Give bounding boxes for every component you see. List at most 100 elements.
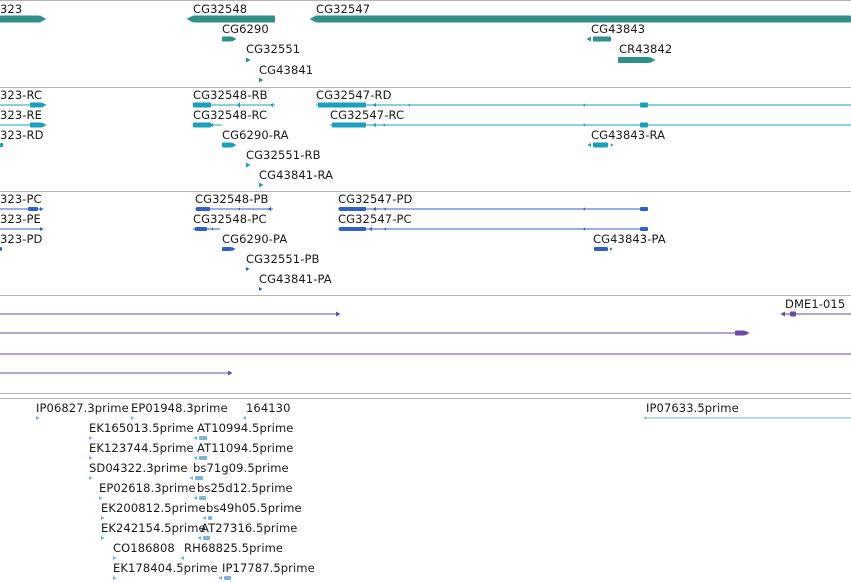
transcripts-feature-label[interactable]: CG6290-RA (222, 128, 289, 142)
ests-feature-label[interactable]: EK178404.5prime (113, 561, 218, 575)
ests-feature-label[interactable]: EP02618.3prime (99, 481, 196, 495)
cds-feature-glyph[interactable] (195, 207, 273, 211)
transcripts-feature-label[interactable]: CG32548-RC (193, 108, 268, 122)
ests-feature-label[interactable]: AT27316.5prime (201, 521, 298, 535)
alignments-feature-glyph[interactable] (780, 311, 851, 317)
genes-feature-glyph[interactable] (0, 15, 47, 23)
transcripts-feature-glyph[interactable] (259, 182, 264, 188)
ests-feature-glyph[interactable] (101, 516, 105, 520)
cds-feature-label[interactable]: 323-PC (0, 192, 42, 206)
transcripts-feature-glyph[interactable] (193, 102, 275, 108)
genes-feature-glyph[interactable] (222, 36, 237, 42)
cds-feature-label[interactable]: CG32548-PB (195, 192, 269, 206)
transcripts-feature-glyph[interactable] (222, 142, 237, 148)
genes-feature-label[interactable]: CG43843 (591, 22, 646, 36)
genes-feature-glyph[interactable] (246, 57, 251, 63)
cds-feature-label[interactable]: CG32547-PC (338, 212, 412, 226)
genes-feature-label[interactable]: CG32551 (246, 42, 301, 56)
genes-feature-label[interactable]: 323 (0, 2, 23, 16)
transcripts-feature-label[interactable]: CG32551-RB (246, 148, 321, 162)
alignments-feature-glyph[interactable] (0, 311, 341, 317)
genes-feature-glyph[interactable] (186, 15, 275, 23)
transcripts-feature-glyph[interactable] (246, 162, 251, 168)
ests-feature-label[interactable]: EK200812.5prime (101, 501, 206, 515)
genes-feature-label[interactable]: CG43841 (259, 63, 314, 77)
genes-feature-glyph[interactable] (309, 15, 851, 23)
ests-feature-label[interactable]: AT11094.5prime (197, 441, 294, 455)
genes-feature-glyph[interactable] (618, 57, 656, 63)
ests-feature-glyph[interactable] (89, 436, 93, 440)
ests-feature-label[interactable]: IP06827.3prime (36, 401, 129, 415)
transcripts-feature-glyph[interactable] (587, 142, 614, 148)
cds-feature-label[interactable]: CG6290-PA (222, 232, 288, 246)
transcripts-feature-glyph[interactable] (316, 102, 851, 108)
ests-feature-label[interactable]: EK242154.5prime (101, 521, 206, 535)
genes-feature-label[interactable]: CR43842 (619, 42, 673, 56)
cds-feature-glyph[interactable] (259, 287, 263, 291)
transcripts-feature-glyph[interactable] (330, 122, 851, 128)
transcripts-feature-glyph[interactable] (0, 102, 47, 108)
ests-feature-glyph[interactable] (242, 416, 246, 420)
alignments-feature-label[interactable]: DME1-015 (785, 297, 846, 311)
ests-feature-glyph[interactable] (193, 456, 207, 460)
ests-feature-label[interactable]: EK123744.5prime (89, 441, 194, 455)
cds-feature-label[interactable]: CG32548-PC (193, 212, 267, 226)
ests-feature-label[interactable]: IP07633.5prime (646, 401, 739, 415)
genes-feature-label[interactable]: CG32547 (316, 2, 371, 16)
transcripts-feature-label[interactable]: CG32547-RD (316, 88, 392, 102)
alignments-feature-glyph[interactable] (0, 370, 233, 376)
ests-feature-glyph[interactable] (113, 576, 117, 580)
ests-feature-glyph[interactable] (193, 496, 206, 500)
ests-feature-glyph[interactable] (643, 416, 851, 420)
ests-feature-label[interactable]: RH68825.5prime (184, 541, 284, 555)
transcripts-feature-label[interactable]: CG43841-RA (259, 168, 334, 182)
cds-feature-label[interactable]: CG43841-PA (259, 272, 332, 286)
transcripts-feature-label[interactable]: CG43843-RA (591, 128, 666, 142)
genes-feature-glyph[interactable] (586, 36, 612, 42)
cds-feature-glyph[interactable] (246, 267, 250, 271)
cds-feature-glyph[interactable] (222, 247, 236, 251)
cds-feature-glyph[interactable] (0, 247, 2, 251)
ests-feature-label[interactable]: bs49h05.5prime (206, 501, 302, 515)
ests-feature-glyph[interactable] (89, 456, 93, 460)
ests-feature-glyph[interactable] (197, 536, 210, 540)
ests-feature-label[interactable]: bs71g09.5prime (193, 461, 289, 475)
ests-feature-label[interactable]: IP17787.5prime (222, 561, 315, 575)
genes-feature-glyph[interactable] (259, 77, 264, 83)
ests-feature-glyph[interactable] (202, 516, 212, 520)
transcripts-feature-label[interactable]: 323-RE (0, 108, 42, 122)
transcripts-feature-label[interactable]: 323-RD (0, 128, 44, 142)
cds-feature-glyph[interactable] (338, 227, 648, 231)
ests-feature-label[interactable]: SD04322.3prime (89, 461, 188, 475)
ests-feature-glyph[interactable] (218, 576, 231, 580)
ests-feature-glyph[interactable] (189, 476, 203, 480)
transcripts-feature-glyph[interactable] (0, 122, 47, 128)
ests-feature-label[interactable]: EK165013.5prime (89, 421, 194, 435)
ests-feature-label[interactable]: EP01948.3prime (131, 401, 228, 415)
genes-feature-label[interactable]: CG32548 (193, 2, 248, 16)
ests-feature-label[interactable]: bs25d12.5prime (197, 481, 293, 495)
ests-feature-glyph[interactable] (113, 556, 117, 560)
ests-feature-glyph[interactable] (180, 556, 184, 560)
ests-feature-glyph[interactable] (89, 476, 93, 480)
transcripts-feature-glyph[interactable] (0, 143, 3, 147)
alignments-feature-glyph[interactable] (0, 330, 750, 336)
genes-feature-label[interactable]: CG6290 (222, 22, 269, 36)
cds-feature-glyph[interactable] (193, 227, 220, 231)
ests-feature-glyph[interactable] (99, 496, 103, 500)
ests-feature-label[interactable]: AT10994.5prime (197, 421, 294, 435)
transcripts-feature-label[interactable]: CG32548-RB (193, 88, 268, 102)
cds-feature-label[interactable]: CG32547-PD (338, 192, 413, 206)
cds-feature-glyph[interactable] (594, 247, 613, 251)
transcripts-feature-label[interactable]: CG32547-RC (330, 108, 405, 122)
cds-feature-glyph[interactable] (0, 207, 44, 211)
cds-feature-glyph[interactable] (338, 207, 648, 211)
ests-feature-glyph[interactable] (101, 536, 105, 540)
transcripts-feature-label[interactable]: 323-RC (0, 88, 43, 102)
ests-feature-glyph[interactable] (36, 416, 40, 420)
cds-feature-label[interactable]: 323-PD (0, 232, 43, 246)
ests-feature-glyph[interactable] (193, 436, 207, 440)
cds-feature-label[interactable]: CG32551-PB (246, 252, 320, 266)
